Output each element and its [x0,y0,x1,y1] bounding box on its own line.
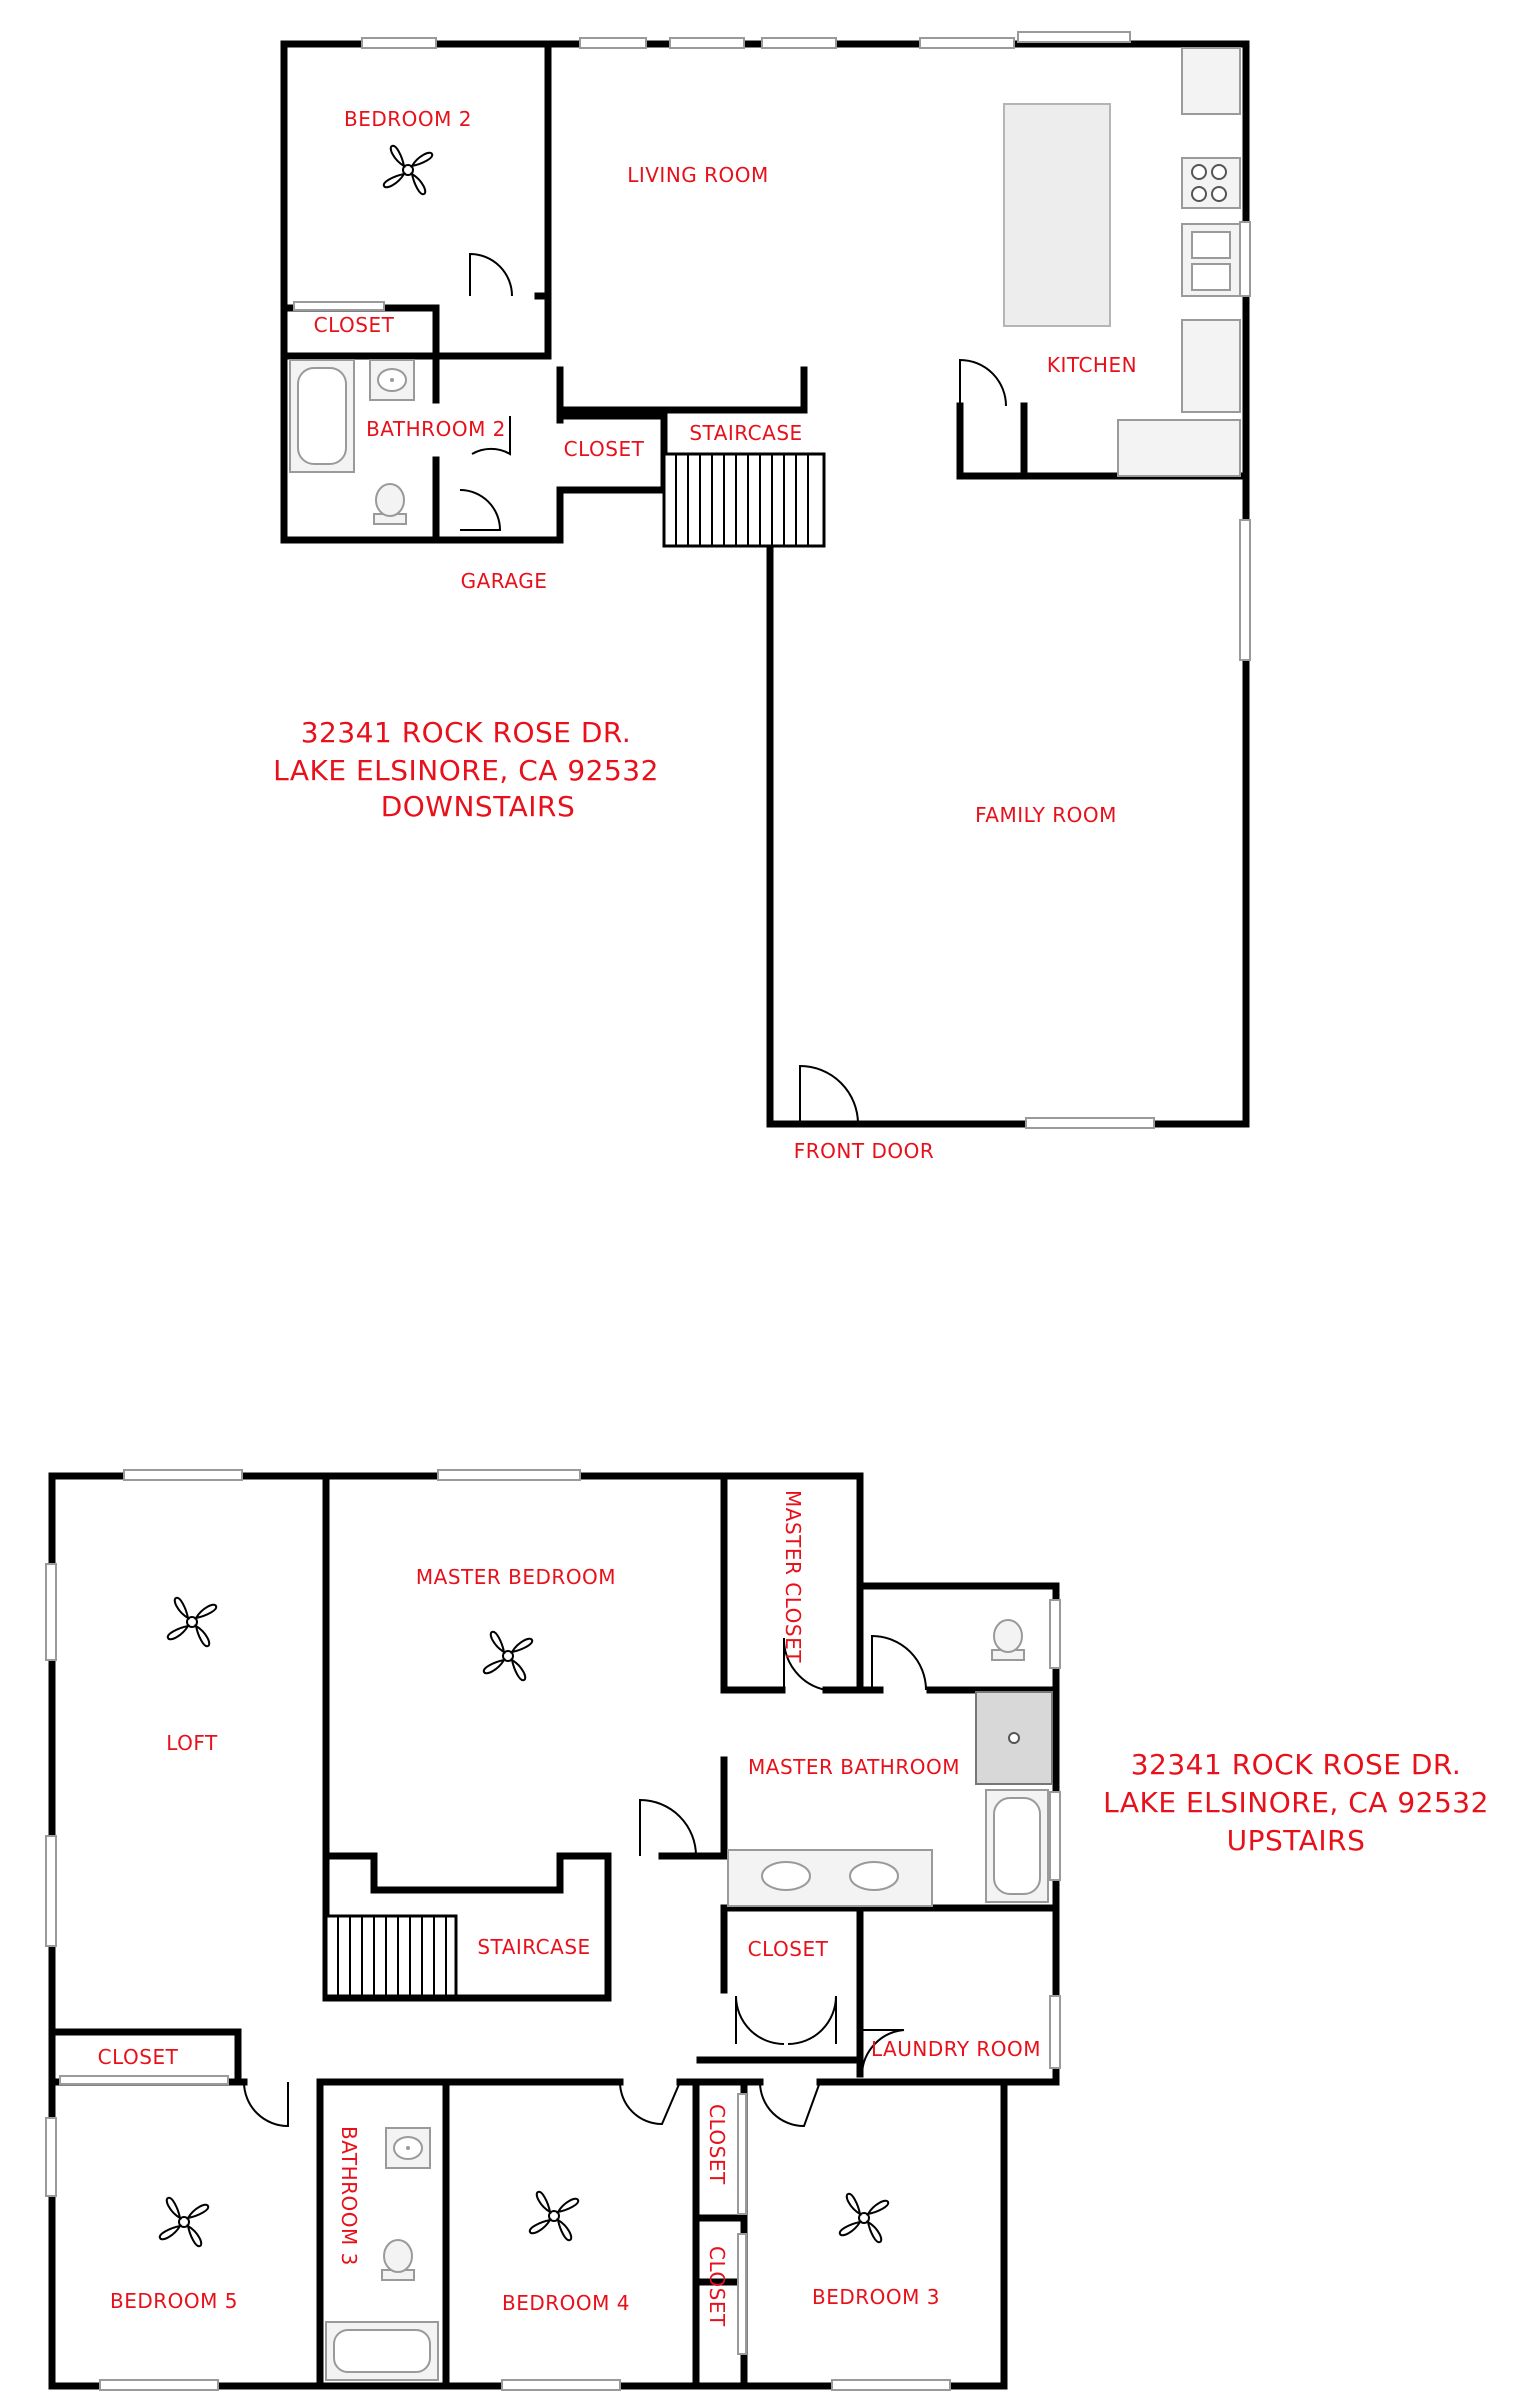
label-bedroom-4: BEDROOM 4 [502,2291,630,2315]
label-closet: CLOSET [314,313,395,337]
bathtub-icon [289,359,355,473]
staircase-downstairs-icon [662,452,826,548]
label-bedroom-5: BEDROOM 5 [110,2289,238,2313]
bathtub-icon [985,1789,1049,1903]
staircase-upstairs-icon [324,1914,458,1998]
upstairs-labels: MASTER BEDROOM MASTER CLOSET LOFT MASTER… [98,1490,1489,2327]
downstairs-plan [280,31,1251,1129]
toilet-icon [381,2239,415,2281]
label-closet: CLOSET [564,437,645,461]
shower-icon [975,1691,1053,1785]
bathtub-icon [325,2321,439,2381]
label-loft: LOFT [166,1731,218,1755]
ceiling-fan-icon [166,1596,218,1648]
label-closet: CLOSET [98,2045,179,2069]
toilet-icon [991,1619,1025,1661]
label-laundry-room: LAUNDRY ROOM [871,2037,1041,2061]
label-closet: CLOSET [705,2104,729,2185]
ceiling-fan-icon [158,2196,210,2248]
downstairs-labels: BEDROOM 2 LIVING ROOM CLOSET BATHROOM 2 … [273,107,1137,1163]
label-bedroom-2: BEDROOM 2 [344,107,472,131]
label-family-room: FAMILY ROOM [975,803,1117,827]
upstairs-plan [45,1469,1061,2391]
address-line-1: 32341 ROCK ROSE DR. [301,716,632,749]
sink-icon [849,1861,899,1891]
ceiling-fan-icon [838,2192,890,2244]
label-front-door: FRONT DOOR [794,1139,934,1163]
label-master-bedroom: MASTER BEDROOM [416,1565,616,1589]
toilet-icon [373,483,407,525]
label-kitchen: KITCHEN [1047,353,1137,377]
floor-name: DOWNSTAIRS [381,790,576,823]
label-closet: CLOSET [705,2246,729,2327]
sink-icon [385,2127,431,2169]
sink-icon [369,359,415,401]
label-bathroom-2: BATHROOM 2 [366,417,506,441]
label-staircase: STAIRCASE [477,1935,590,1959]
label-master-bathroom: MASTER BATHROOM [748,1755,960,1779]
label-staircase: STAIRCASE [689,421,802,445]
stove-icon [1181,157,1241,209]
sink-icon [1181,223,1241,297]
ceiling-fan-icon [382,144,434,196]
label-living-room: LIVING ROOM [627,163,769,187]
label-master-closet: MASTER CLOSET [781,1490,805,1663]
kitchen-island [1003,103,1111,327]
address-line-2: LAKE ELSINORE, CA 92532 [273,754,659,787]
label-closet: CLOSET [748,1937,829,1961]
ceiling-fan-icon [528,2190,580,2242]
label-bathroom-3: BATHROOM 3 [337,2126,361,2266]
address-line-1: 32341 ROCK ROSE DR. [1131,1748,1462,1781]
sink-icon [761,1861,811,1891]
label-bedroom-3: BEDROOM 3 [812,2285,940,2309]
ceiling-fan-icon [482,1630,534,1682]
floor-name: UPSTAIRS [1227,1824,1366,1857]
label-garage: GARAGE [461,569,548,593]
address-line-2: LAKE ELSINORE, CA 92532 [1103,1786,1489,1819]
